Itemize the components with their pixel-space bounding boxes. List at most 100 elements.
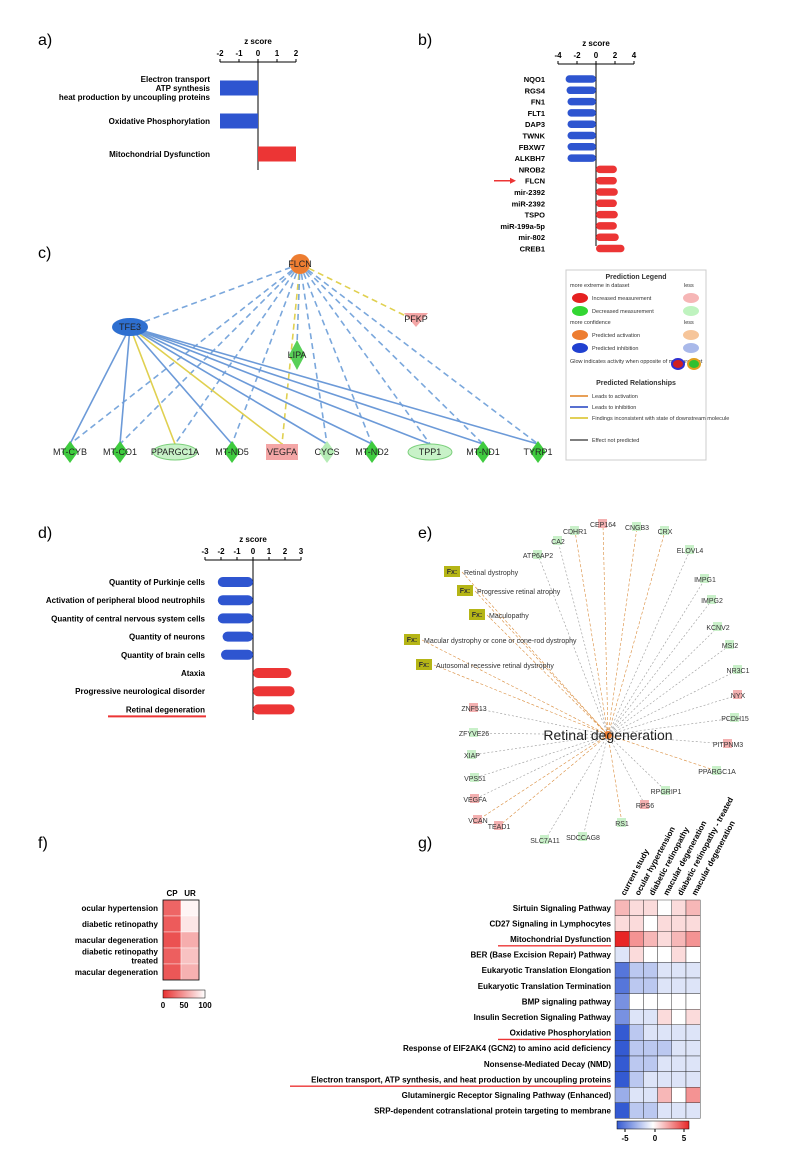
bar: [221, 649, 253, 660]
panel-letter-g: g): [418, 835, 432, 852]
heat-cell: [671, 899, 687, 916]
edge: [602, 523, 609, 736]
category-label: RGS4: [525, 86, 546, 95]
panel-letter-b: b): [418, 32, 432, 49]
heat-cell: [685, 1086, 701, 1103]
legend-swatch: [572, 306, 588, 316]
gene-label: TEAD1: [488, 824, 511, 831]
heat-cell: [614, 1024, 630, 1041]
gene-node: [685, 545, 694, 554]
heat-cell: [614, 977, 630, 994]
heat-cell: [643, 1040, 658, 1057]
node-target-label: PPARGC1A: [151, 447, 199, 457]
heat-cell: [657, 1024, 672, 1041]
chart-d-xlabel: z score: [239, 535, 267, 544]
category-label: miR-199a-5p: [500, 222, 545, 231]
gene-node: [598, 519, 607, 528]
x-tick-label: 0: [594, 51, 599, 60]
gene-node: [470, 794, 479, 803]
gene-label: VEGFA: [463, 797, 487, 804]
fx-tag: [469, 609, 485, 620]
gene-label: SDCCAG8: [566, 835, 600, 842]
edge: [607, 669, 739, 736]
legend-swatch: [683, 330, 699, 340]
x-tick-label: 4: [632, 51, 637, 60]
colorbar-tick: 5: [682, 1134, 687, 1143]
heat-cell: [671, 946, 687, 963]
edge: [557, 540, 609, 736]
heat-cell: [162, 963, 182, 981]
edge: [607, 530, 666, 736]
edge: [607, 626, 719, 736]
edge-solid: [129, 326, 233, 445]
bar: [567, 120, 596, 128]
heat-cell: [643, 977, 658, 994]
gene-label: ZNF513: [461, 706, 486, 713]
heat-cell: [657, 1040, 672, 1057]
heat-cell: [685, 1055, 701, 1072]
heat-cell: [685, 1009, 701, 1026]
node-target-label: MT-CYB: [53, 447, 87, 457]
node-hub-label: FLCN: [288, 259, 312, 269]
heat-cell: [657, 899, 672, 916]
bar: [596, 199, 617, 208]
gene-label: PCDH15: [721, 716, 749, 723]
edge-dashed: [119, 263, 301, 445]
row-label: SRP-dependent cotranslational protein ta…: [374, 1107, 611, 1116]
gene-node: [725, 640, 734, 649]
row-label: ocular hypertension: [82, 904, 159, 913]
row-label: diabetic retinopathy: [82, 948, 159, 957]
row-label: treated: [131, 957, 158, 966]
heat-cell: [671, 977, 687, 994]
chart-a-xlabel: z score: [244, 37, 272, 46]
category-label: Retinal degeneration: [126, 705, 205, 714]
gene-node: [632, 522, 641, 531]
x-tick-label: -1: [233, 547, 241, 556]
x-tick-label: 1: [267, 547, 272, 556]
gene-label: MSI2: [722, 643, 738, 650]
fx-tag-text: Fx:: [419, 662, 430, 669]
heat-cell: [643, 1086, 658, 1103]
category-label: Quantity of Purkinje cells: [109, 578, 206, 587]
gene-node: [733, 665, 742, 674]
edge-dashed: [299, 263, 373, 445]
category-label: NROB2: [519, 165, 545, 174]
node-target-label: MT-ND5: [215, 447, 249, 457]
node-target-label: MT-CO1: [103, 447, 137, 457]
gene-label: IMPG1: [694, 577, 716, 584]
heat-cell: [629, 993, 644, 1010]
fx-label: Macular dystrophy or cone or cone-rod dy…: [424, 638, 577, 645]
heat-cell: [657, 962, 672, 979]
edge-dashed: [69, 263, 301, 445]
heat-cell: [629, 1055, 644, 1072]
heat-cell: [671, 1055, 687, 1072]
fx-tag: [457, 585, 473, 596]
bar: [596, 210, 618, 219]
node-target: [266, 444, 298, 460]
row-label: Mitochondrial Dysfunction: [510, 935, 611, 944]
heat-cell: [629, 962, 644, 979]
legend-text: Predicted activation: [592, 333, 640, 339]
gene-node: [540, 835, 549, 844]
node-pfkp-label: PFKP: [404, 314, 428, 324]
x-tick-label: 0: [251, 547, 256, 556]
fx-tag-text: Fx:: [407, 637, 418, 644]
heat-cell: [685, 931, 701, 948]
highlight-arrowhead: [510, 177, 516, 184]
heat-cell: [657, 1086, 672, 1103]
legend-swatch: [683, 343, 699, 353]
gene-node: [730, 713, 739, 722]
edge: [607, 734, 623, 824]
gene-label: VCAN: [468, 818, 487, 825]
edge: [474, 734, 609, 779]
fx-label: Progressive retinal atrophy: [477, 589, 561, 596]
heat-cell: [614, 993, 630, 1010]
colorbar: [162, 989, 206, 999]
bar: [253, 704, 295, 715]
gene-node: [661, 786, 670, 795]
x-tick-label: 0: [256, 49, 261, 58]
heat-cell: [614, 915, 630, 932]
gene-node: [473, 815, 482, 824]
